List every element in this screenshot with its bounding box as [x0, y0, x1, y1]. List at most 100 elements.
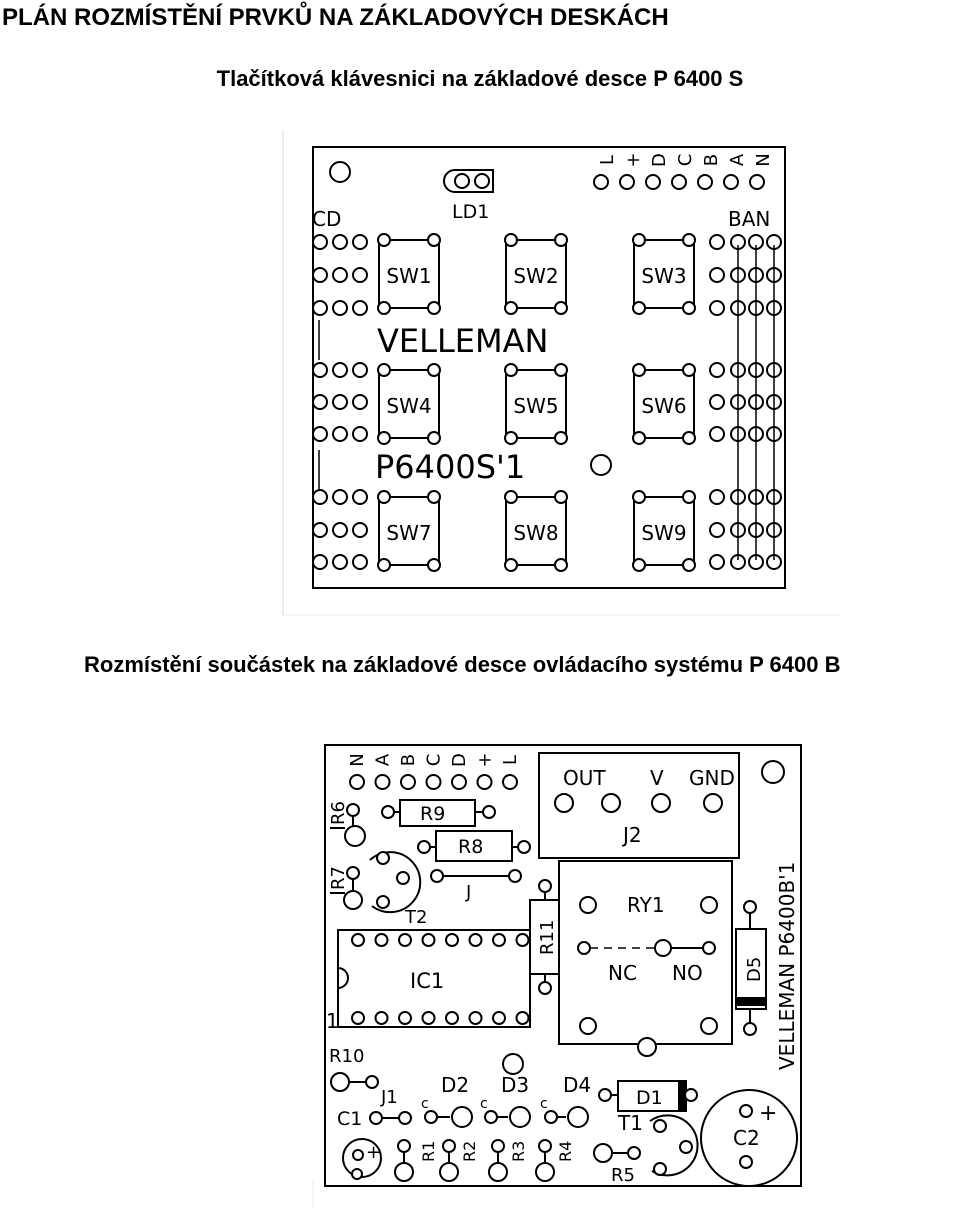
diode-d5: D5 — [735, 900, 767, 1036]
header-pad — [709, 394, 725, 410]
switch-sw1: SW1 — [377, 233, 441, 315]
ic-pin — [468, 933, 483, 947]
svg-text:R2: R2 — [460, 1141, 479, 1162]
header-pad — [352, 300, 368, 316]
jumper-j: J — [430, 869, 522, 903]
switch-sw4: SW4 — [377, 363, 441, 445]
connector-pad — [671, 174, 687, 190]
mounting-hole — [590, 454, 612, 476]
header-pad — [709, 489, 725, 505]
switch-label: SW3 — [641, 264, 686, 288]
header-pad — [352, 554, 368, 570]
svg-text:J: J — [465, 882, 471, 903]
svg-text:c: c — [540, 1096, 548, 1112]
connector-j2: OUT V GND J2 — [538, 752, 740, 859]
resistor-r4: R4 — [535, 1139, 575, 1182]
svg-text:D2: D2 — [441, 1073, 469, 1097]
header-pad — [312, 489, 328, 505]
header-pad — [709, 426, 725, 442]
svg-text:+: + — [366, 1142, 381, 1163]
header-pad — [352, 489, 368, 505]
ic-pin — [398, 1011, 412, 1025]
j2-pin-v: V — [650, 766, 664, 790]
header-pad — [352, 522, 368, 538]
left-pin-header — [312, 234, 368, 570]
switch-label: SW2 — [513, 264, 558, 288]
svg-text:c: c — [421, 1096, 429, 1112]
mounting-hole — [761, 760, 785, 784]
header-pad — [312, 426, 328, 442]
mounting-hole — [329, 161, 351, 183]
header-pad — [332, 394, 348, 410]
capacitor-c2: + C2 — [700, 1089, 798, 1187]
connector-pin-label: N — [347, 753, 368, 766]
diode-d1: D1 — [598, 1080, 698, 1112]
connector-pin-label: C — [424, 754, 445, 767]
header-pad — [332, 554, 348, 570]
transistor-t1: T1 — [617, 1111, 699, 1177]
svg-text:C1: C1 — [337, 1108, 362, 1130]
relay-ry1: RY1 NC NO — [558, 860, 733, 1057]
switch-label: SW4 — [386, 394, 431, 418]
brand-label: VELLEMAN — [377, 322, 548, 360]
svg-text:IC1: IC1 — [410, 969, 444, 993]
page-title-rest: PRVKŮ NA ZÁKLADOVÝCH DESKÁCH — [222, 4, 669, 31]
svg-text:R7: R7 — [328, 866, 349, 890]
led-label: LD1 — [452, 201, 489, 223]
ic-pin — [351, 1011, 365, 1025]
ic-pin — [492, 1011, 506, 1025]
svg-text:NC: NC — [608, 961, 637, 985]
connector-pin-label: D — [649, 153, 670, 167]
ic-pin — [398, 933, 412, 947]
connector-pin-label: A — [727, 153, 748, 166]
control-board-brand: VELLEMAN P6400B'1 — [775, 862, 799, 1070]
header-pad — [332, 300, 348, 316]
diode-d2: D2 c — [421, 1073, 473, 1128]
connector-pin-label: + — [623, 152, 644, 167]
svg-text:RY1: RY1 — [627, 893, 665, 917]
header-pad — [352, 234, 368, 250]
header-pad — [352, 362, 368, 378]
ic-pin — [351, 933, 365, 947]
header-pad — [312, 267, 328, 283]
resistor-r3: R3 — [488, 1139, 528, 1182]
connector-pad — [502, 774, 518, 790]
header-pad — [352, 394, 368, 410]
header-pad — [709, 362, 725, 378]
svg-text:R1: R1 — [419, 1141, 438, 1162]
connector-pad — [374, 774, 391, 790]
header-pad — [352, 267, 368, 283]
ic-pin — [515, 933, 530, 947]
switch-label: SW6 — [641, 394, 686, 418]
header-pad — [709, 300, 725, 316]
switch-label: SW1 — [386, 264, 431, 288]
resistor-r7: R7 — [328, 866, 363, 910]
switch-sw2: SW2 — [504, 233, 568, 315]
svg-text:D4: D4 — [563, 1073, 591, 1097]
connector-pad — [349, 774, 365, 790]
switch-sw3: SW3 — [632, 233, 696, 315]
resistor-r11: R11 — [529, 879, 560, 995]
j2-label: J2 — [621, 823, 642, 847]
header-pad — [709, 234, 725, 250]
header-pad — [332, 426, 348, 442]
svg-text:T2: T2 — [404, 907, 427, 928]
connector-pin-label: B — [701, 154, 722, 166]
control-board-outline — [324, 744, 802, 1187]
connector-pin-label: D — [449, 753, 470, 767]
ic-pin — [492, 933, 506, 947]
connector-pad — [476, 774, 493, 790]
right-pin-header — [709, 234, 782, 570]
switch-label: SW9 — [641, 521, 686, 545]
resistor-r8: R8 — [417, 830, 531, 862]
svg-text:R10: R10 — [329, 1046, 364, 1067]
header-pad — [312, 554, 328, 570]
connector-pin-label: B — [398, 754, 419, 766]
connector-pad — [400, 774, 416, 790]
header-pad — [709, 554, 725, 570]
connector-pin-label: + — [475, 752, 496, 767]
